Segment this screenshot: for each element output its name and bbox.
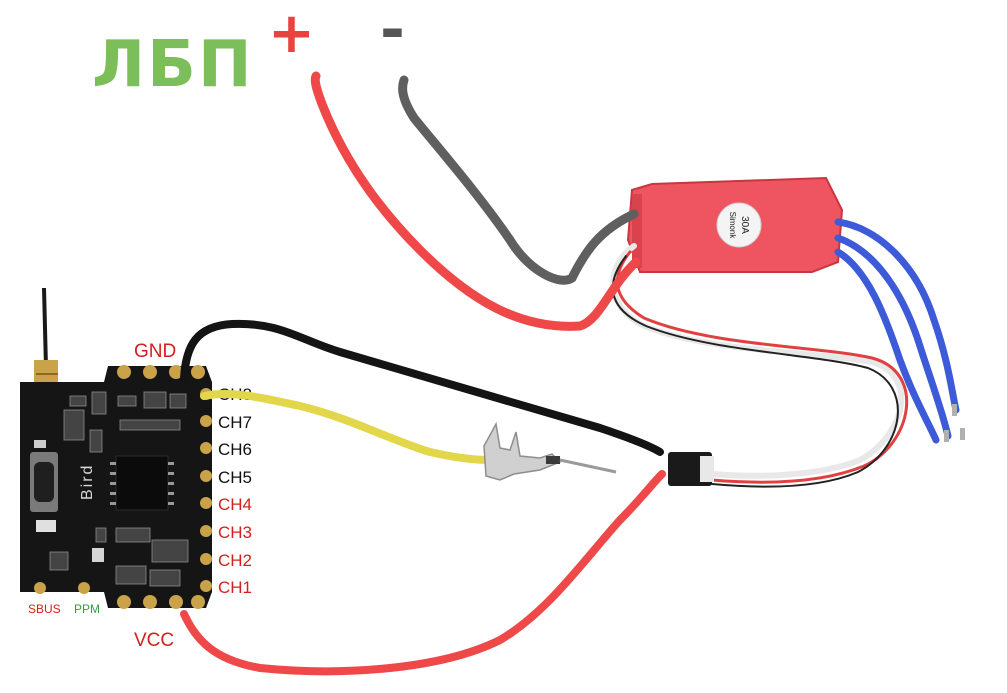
esc-controller: 30A Simonk <box>626 176 844 273</box>
mcu-pins <box>110 462 174 505</box>
bottom-pads <box>34 582 205 609</box>
crimp-terminal-body <box>483 421 562 481</box>
wire-esc-positive <box>310 71 641 331</box>
wire-gnd-signal <box>180 319 664 456</box>
psu-minus-sign: - <box>380 0 405 65</box>
psu-plus-sign: + <box>268 1 315 66</box>
receiver-board: Bird <box>20 287 212 609</box>
gnd-label: GND <box>134 341 176 362</box>
vcc-label: VCC <box>134 630 174 651</box>
wire-vcc <box>180 470 666 676</box>
channel-label-ch2: CH2 <box>218 551 252 570</box>
status-led <box>34 440 46 448</box>
sbus-label: SBUS <box>28 602 61 616</box>
crimp-terminal <box>483 421 617 481</box>
crimp-terminal-pin <box>559 458 617 474</box>
motor-wire-a <box>834 218 960 414</box>
bec-wire-black <box>612 255 899 488</box>
smd-diode <box>92 548 104 562</box>
esc-sticker-rating: 30A <box>739 216 750 234</box>
motor-wire-b <box>834 234 952 440</box>
channel-label-ch6: CH6 <box>218 440 252 459</box>
antenna-wire <box>42 287 48 369</box>
bec-wire-red <box>616 250 909 484</box>
motor-wire-tip <box>944 430 949 442</box>
wire-esc-negative <box>398 75 639 285</box>
channel-label-ch4: CH4 <box>218 495 252 514</box>
receiver-mcu <box>115 455 169 511</box>
motor-wire-tip <box>960 428 965 440</box>
psu-label: ЛБП <box>92 28 254 102</box>
channel-label-ch5: CH5 <box>218 468 252 487</box>
smd-components <box>49 391 189 587</box>
bind-button[interactable] <box>34 462 54 502</box>
channel-labels: CH8 CH7 CH6 CH5 CH4 CH3 CH2 CH1 <box>218 385 252 597</box>
motor-wire-c <box>834 248 940 444</box>
servo-connector-wires <box>700 456 714 482</box>
bec-wire-white <box>610 243 905 479</box>
channel-label-ch1: CH1 <box>218 578 252 597</box>
esc-sticker <box>716 202 762 248</box>
channel-label-ch7: CH7 <box>218 413 252 432</box>
wire-ch8-signal <box>200 389 494 464</box>
top-pads <box>117 365 205 379</box>
esc-heatshrink-end <box>632 194 642 268</box>
receiver-brand-label: Bird <box>79 464 96 500</box>
esc-sticker-brand: Simonk <box>728 212 737 240</box>
channel-label-ch3: CH3 <box>218 523 252 542</box>
esc-bec-lead <box>610 243 909 488</box>
motor-wire-tips <box>944 404 965 442</box>
smd-capacitor <box>36 520 56 532</box>
motor-wire-tip <box>952 404 957 416</box>
ppm-label: PPM <box>74 602 100 616</box>
crimp-terminal-lock <box>546 456 560 464</box>
esc-motor-wires <box>834 218 960 444</box>
